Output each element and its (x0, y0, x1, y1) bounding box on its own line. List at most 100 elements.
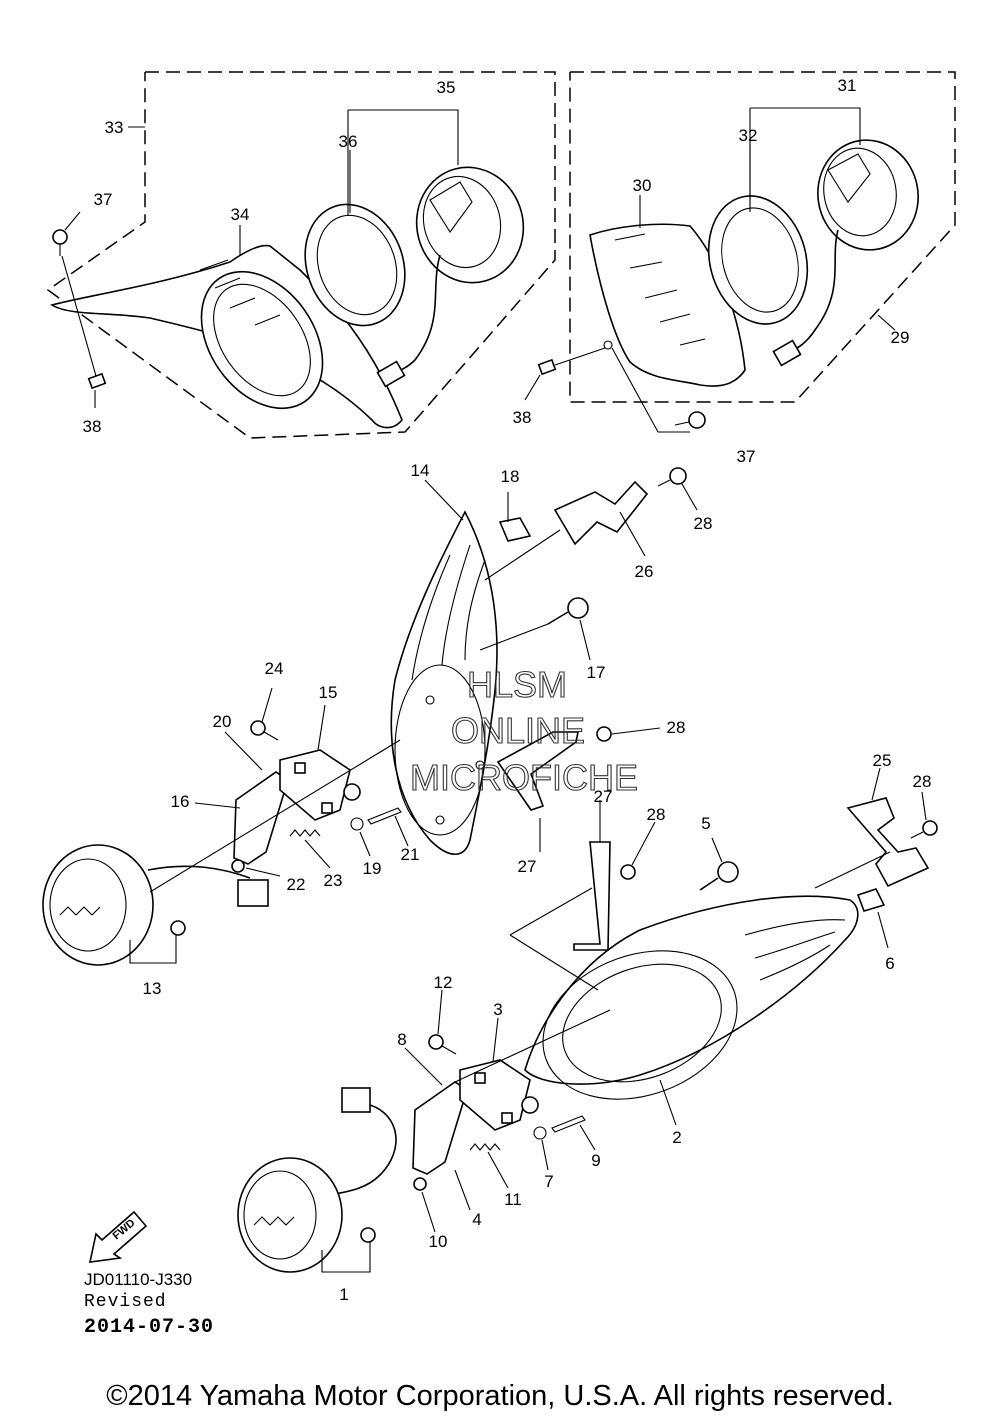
part-18-clip (498, 517, 532, 542)
part-37-screw (52, 229, 68, 245)
leader-37b (611, 347, 690, 433)
part-27a-bracket (496, 731, 579, 811)
leader-21 (394, 815, 409, 847)
part-14-lamp-opening (394, 664, 486, 836)
part-28c-shank (910, 831, 924, 839)
assembly-29-group (524, 71, 956, 433)
part-3-plate (459, 1059, 531, 1131)
part-3-nut-2 (501, 1112, 513, 1124)
leader-11 (487, 1151, 509, 1189)
callout-38a: 38 (83, 417, 102, 436)
callout-19: 19 (363, 859, 382, 878)
assembly-29-dashed-outline (569, 71, 956, 403)
part-12-shank (441, 1045, 457, 1055)
callout-1: 1 (339, 1285, 348, 1304)
leader-19 (359, 831, 371, 857)
leader-13-14 (149, 739, 401, 893)
part-14-mount-hole-3 (435, 815, 445, 825)
callout-8: 8 (397, 1030, 406, 1049)
callout-29: 29 (891, 328, 910, 347)
part-3-nut-1 (474, 1072, 486, 1084)
part-32-bezel-inner (721, 207, 799, 313)
callout-28d: 28 (647, 805, 666, 824)
part-30-housing (589, 223, 746, 387)
part-36-bezel-inner (316, 214, 398, 316)
callout-3: 3 (493, 1000, 502, 1019)
callout-21: 21 (401, 845, 420, 864)
part-24-screw (250, 720, 266, 736)
leader-17 (579, 619, 591, 661)
part-25-bracket (846, 797, 930, 888)
callout-24: 24 (265, 659, 284, 678)
part-13-lens-pattern (59, 906, 101, 916)
part-28b-screw (596, 726, 612, 742)
part-13-connector (237, 879, 269, 907)
part-31-reflector (827, 153, 871, 203)
part-37b-shank (674, 421, 690, 426)
part-14-cowl (390, 510, 498, 856)
callout-37b: 37 (737, 447, 756, 466)
part-9-adjust-screw (551, 1115, 586, 1133)
part-28c-screw (922, 820, 938, 836)
part-14-rib-2 (441, 544, 471, 666)
part-1-lamp-body (237, 1157, 343, 1273)
callout-34: 34 (231, 205, 250, 224)
leader-1-2 (454, 1009, 611, 1083)
assembly-33-group (46, 71, 556, 439)
watermark-line-3: MICROFICHE (410, 757, 638, 798)
part-27b-bracket (573, 841, 611, 951)
part-26-bracket (553, 480, 649, 546)
callout-16: 16 (171, 792, 190, 811)
part-11-spring (469, 1143, 501, 1151)
part-35-lamp-face (422, 175, 502, 269)
callout-25: 25 (873, 751, 892, 770)
callout-12: 12 (434, 973, 453, 992)
watermark-line-2: ONLINE (451, 710, 585, 751)
part-28a-screw (669, 467, 687, 485)
part-31-connector (772, 339, 802, 367)
leader-26 (619, 511, 646, 557)
watermark-line-1: HLSM (467, 664, 567, 705)
part-34-ring (200, 270, 324, 410)
part-1-lens-pattern (253, 1216, 295, 1226)
callout-9: 9 (591, 1151, 600, 1170)
part-38b-clip (537, 358, 557, 376)
callout-20: 20 (213, 712, 232, 731)
callout-14: 14 (411, 461, 430, 480)
part-14-rib-3 (464, 559, 486, 661)
leader-38b (524, 374, 541, 401)
leader-24 (261, 687, 273, 723)
part-28a-shank (657, 479, 671, 487)
leader-7 (541, 1139, 549, 1171)
leader-28b (611, 727, 661, 735)
part-37b-screw (688, 411, 706, 429)
part-28d-screw (620, 864, 636, 880)
part-16-bracket (233, 771, 289, 865)
part-30-vents (614, 233, 706, 346)
part-6-clip (856, 888, 886, 912)
leader-4 (454, 1169, 471, 1211)
part-1-lens (243, 1170, 317, 1260)
part-35-lamp (415, 166, 525, 284)
leader-2-dashed-frame (509, 851, 891, 991)
leader-30-38 (554, 347, 606, 366)
part-2-cowl (524, 895, 859, 1085)
assembly-14-group (390, 467, 698, 856)
leader-20 (224, 731, 263, 771)
part-24-shank (263, 731, 279, 741)
leader-6 (877, 911, 889, 949)
leader-14-26 (484, 529, 561, 581)
callout-28b: 28 (667, 718, 686, 737)
part-35-reflector (429, 181, 473, 233)
part-2-lamp-ring-inner (562, 963, 722, 1083)
part-30-hole (603, 340, 613, 350)
leader-28a (681, 483, 698, 511)
part-4-bracket (412, 1081, 468, 1175)
callout-5: 5 (701, 814, 710, 833)
part-15-nut-1 (294, 762, 306, 774)
callout-27b: 27 (594, 787, 613, 806)
diagram-code: JD01110-J330 (84, 1270, 193, 1289)
callout-11: 11 (504, 1190, 522, 1209)
part-14-mount-hole-1 (425, 695, 435, 705)
part-15-knob (343, 783, 361, 801)
